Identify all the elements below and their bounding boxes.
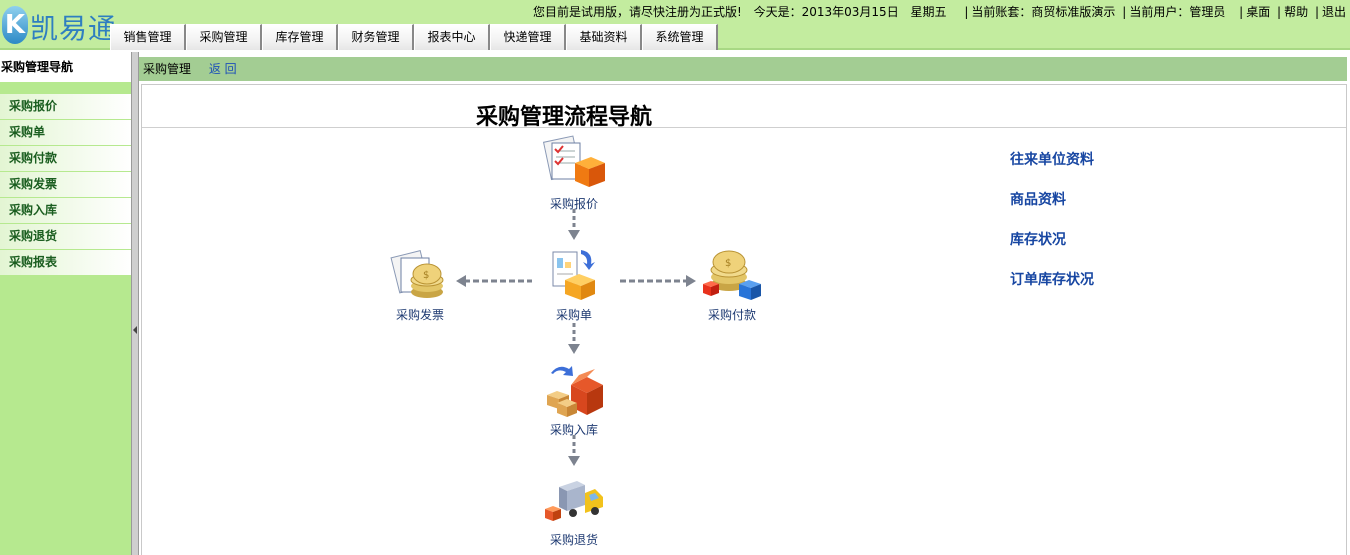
coins-invoice-icon: $ [387,246,453,304]
clipboard-box-icon [541,246,607,304]
logo-k-icon: K [2,6,28,44]
svg-text:$: $ [423,270,429,281]
dashed-arrow-icon [568,435,580,466]
flow-label-quote: 采购报价 [549,197,598,211]
document-box-icon [541,135,607,193]
sidebar-item-stock-in[interactable]: 采购入库 [0,198,131,224]
collapse-arrow-icon[interactable] [133,326,137,334]
logout-link[interactable]: 退出 [1321,5,1346,19]
flow-node-invoice[interactable]: $ 采购发票 [370,246,470,323]
sidebar-item-invoice[interactable]: 采购发票 [0,172,131,198]
sidebar-item-report[interactable]: 采购报表 [0,250,131,276]
menu-tab-sales[interactable]: 销售管理 [110,24,186,50]
flow-node-return[interactable]: 采购退货 [524,471,624,548]
back-link[interactable]: 返 回 [208,62,237,76]
content-panel: 采购管理流程导航 采购报价 [141,84,1347,555]
help-link[interactable]: 帮助 [1284,5,1309,19]
flow-label-payment: 采购付款 [707,308,756,322]
flow-node-payment[interactable]: $ 采购付款 [682,246,782,323]
menu-tab-system[interactable]: 系统管理 [642,24,718,50]
flow-label-order: 采购单 [555,308,592,322]
dashed-arrow-icon [456,275,532,287]
trial-notice: 您目前是试用版，请尽快注册为正式版! [532,5,742,19]
sidebar-item-quote[interactable]: 采购报价 [0,94,131,120]
delivery-truck-icon [541,471,607,529]
desktop-link[interactable]: 桌面 [1246,5,1271,19]
sidebar-item-order[interactable]: 采购单 [0,120,131,146]
flow-node-quote[interactable]: 采购报价 [524,135,624,212]
link-stock-status[interactable]: 库存状况 [1010,232,1066,248]
sidebar-title: 采购管理导航 [0,52,131,82]
sidebar-item-return[interactable]: 采购退货 [0,224,131,250]
svg-text:$: $ [725,258,731,269]
coins-box-icon: $ [699,246,765,304]
sidebar: 采购管理导航 采购报价 采购单 采购付款 采购发票 采购入库 采购退货 采购报表 [0,52,131,555]
today-date: 今天是：2013年03月15日 [753,5,899,19]
link-partner-data[interactable]: 往来单位资料 [1010,152,1094,168]
link-product-data[interactable]: 商品资料 [1010,192,1066,208]
dashed-arrow-icon [568,323,580,354]
flow-label-return: 采购退货 [549,533,598,547]
flow-label-invoice: 采购发票 [395,308,444,322]
sidebar-item-payment[interactable]: 采购付款 [0,146,131,172]
menu-tab-purchase[interactable]: 采购管理 [186,24,262,50]
open-box-icon [541,361,607,419]
link-order-stock-status[interactable]: 订单库存状况 [1010,272,1094,288]
dashed-arrow-icon [620,275,696,287]
breadcrumb: 采购管理 返 回 [139,57,1347,81]
breadcrumb-current: 采购管理 [143,62,192,76]
current-user: 当前用户：管理员 [1129,5,1226,19]
main-menu: 销售管理 采购管理 库存管理 财务管理 报表中心 快递管理 基础资料 系统管理 [110,24,718,50]
flow-label-stock-in: 采购入库 [549,423,598,437]
current-account: 当前账套：商贸标准版演示 [971,5,1116,19]
flow-node-stock-in[interactable]: 采购入库 [524,361,624,438]
menu-tab-express[interactable]: 快递管理 [490,24,566,50]
menu-tab-reports[interactable]: 报表中心 [414,24,490,50]
menu-tab-inventory[interactable]: 库存管理 [262,24,338,50]
header: K 凯易通 您目前是试用版，请尽快注册为正式版! 今天是：2013年03月15日… [0,0,1350,50]
menu-tab-base-data[interactable]: 基础资料 [566,24,642,50]
logo-text: 凯易通 [30,12,118,45]
app-logo: K 凯易通 [0,4,116,46]
sidebar-splitter[interactable] [131,52,139,555]
dashed-arrow-icon [568,209,580,240]
page-title: 采购管理流程导航 [476,105,653,130]
menu-tab-finance[interactable]: 财务管理 [338,24,414,50]
top-info-bar: 您目前是试用版，请尽快注册为正式版! 今天是：2013年03月15日 星期五 |… [532,5,1346,19]
weekday: 星期五 [910,5,947,19]
flow-node-order[interactable]: 采购单 [524,246,624,323]
